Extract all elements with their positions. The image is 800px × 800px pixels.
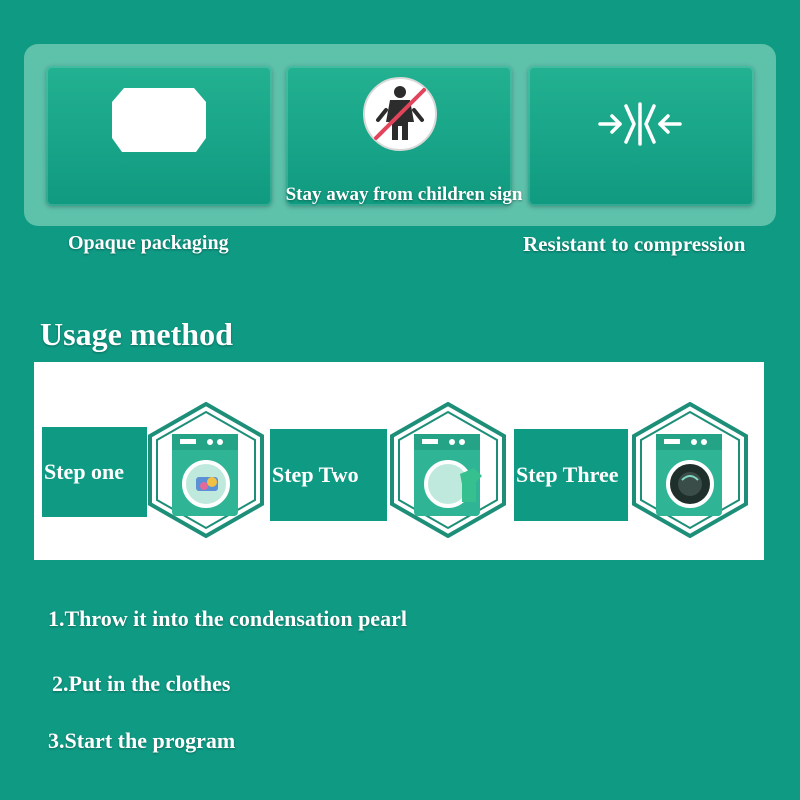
opaque-packaging-card — [46, 66, 272, 206]
usage-title: Usage method — [40, 316, 233, 352]
step-one-label: Step one — [42, 427, 147, 517]
no-children-icon — [363, 77, 437, 151]
washer-with-pod-icon — [148, 402, 264, 538]
instruction-2: 2.Put in the clothes — [52, 671, 231, 696]
step-two-label: Step Two — [270, 429, 387, 521]
steps-band: Step one Step Two Step Three — [34, 362, 764, 560]
washer-running-icon — [632, 402, 748, 538]
opaque-packaging-label: Opaque packaging — [68, 232, 229, 254]
feature-panel: Stay away from children sign — [24, 44, 776, 226]
compression-arrows-icon — [598, 102, 682, 146]
opaque-package-icon — [112, 88, 206, 152]
washer-with-clothes-icon — [390, 402, 506, 538]
instruction-1: 1.Throw it into the condensation pearl — [48, 606, 407, 631]
instruction-3: 3.Start the program — [48, 728, 236, 753]
compression-label: Resistant to compression — [523, 232, 746, 256]
compression-card — [528, 66, 754, 206]
step-three-label: Step Three — [514, 429, 628, 521]
child-sign-caption: Stay away from children sign — [285, 184, 523, 205]
child-safety-card: Stay away from children sign — [286, 66, 522, 206]
